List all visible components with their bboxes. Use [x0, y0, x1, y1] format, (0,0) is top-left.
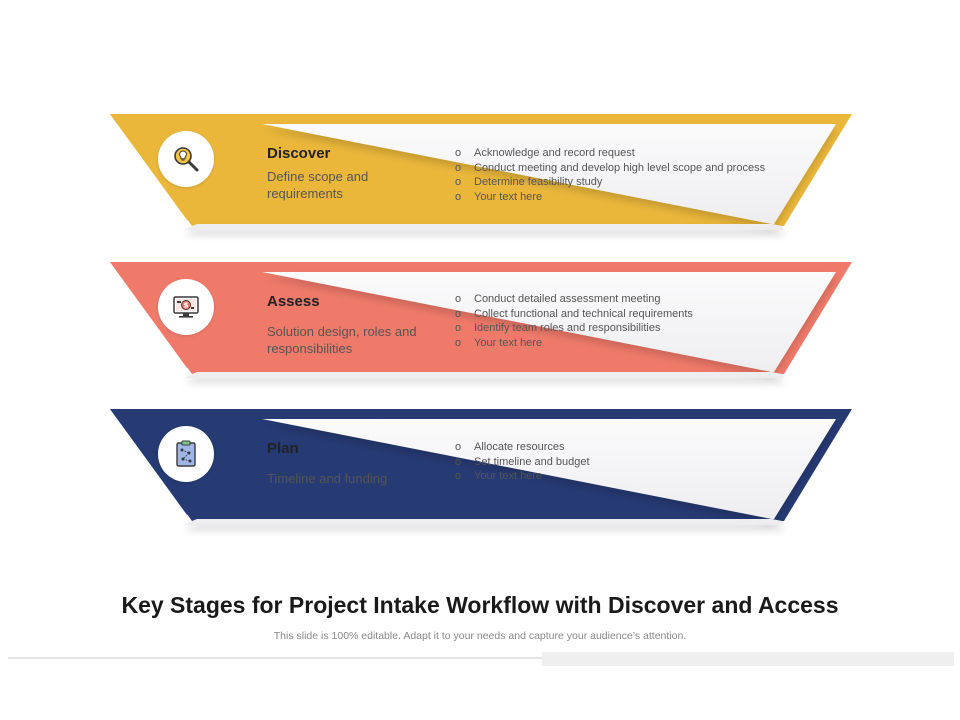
bullet-item: Set timeline and budget — [455, 455, 785, 470]
bullet-item: Determine feasibility study — [455, 175, 785, 190]
footer-divider — [8, 657, 542, 659]
bullet-item: Conduct meeting and develop high level s… — [455, 161, 785, 176]
stage-plan-bullets: Allocate resources Set timeline and budg… — [455, 440, 785, 484]
bullet-item: Collect functional and technical require… — [455, 307, 785, 322]
bullet-item: Conduct detailed assessment meeting — [455, 292, 785, 307]
stage-plan-title: Plan — [267, 440, 299, 457]
stage-plan-description: Timeline and funding — [267, 471, 388, 486]
bullet-item: Allocate resources — [455, 440, 785, 455]
stage-plan: Plan Timeline and funding Allocate resou… — [0, 405, 960, 535]
page-subtitle: This slide is 100% editable. Adapt it to… — [273, 630, 687, 642]
lightbulb-magnifier-icon — [174, 147, 199, 172]
footer-bar — [542, 652, 954, 666]
page-title: Key Stages for Project Intake Workflow w… — [121, 592, 839, 618]
monitor-dollar-icon: $ — [173, 296, 199, 318]
stage-discover-description: Define scope and requirements — [267, 169, 369, 201]
stage-assess-icon-circle: $ — [158, 279, 214, 335]
stage-discover-title: Discover — [267, 145, 331, 162]
stage-discover: Discover Define scope and requirements A… — [0, 110, 960, 240]
bullet-item: Your text here — [455, 336, 785, 351]
stage-assess: $ Assess Solution design, roles and resp… — [0, 258, 960, 388]
stage-assess-description: Solution design, roles and responsibilit… — [267, 324, 417, 356]
stage-discover-bullets: Acknowledge and record request Conduct m… — [455, 146, 785, 204]
bullet-item: Acknowledge and record request — [455, 146, 785, 161]
svg-text:$: $ — [184, 302, 189, 310]
stage-plan-icon-circle — [158, 426, 214, 482]
bullet-item: Identify team roles and responsibilities — [455, 321, 785, 336]
stage-assess-bullets: Conduct detailed assessment meeting Coll… — [455, 292, 785, 350]
stage-discover-icon-circle — [158, 131, 214, 187]
bullet-item: Your text here — [455, 469, 785, 484]
stage-assess-title: Assess — [267, 293, 320, 310]
clipboard-plan-icon — [176, 440, 196, 467]
bullet-item: Your text here — [455, 190, 785, 205]
